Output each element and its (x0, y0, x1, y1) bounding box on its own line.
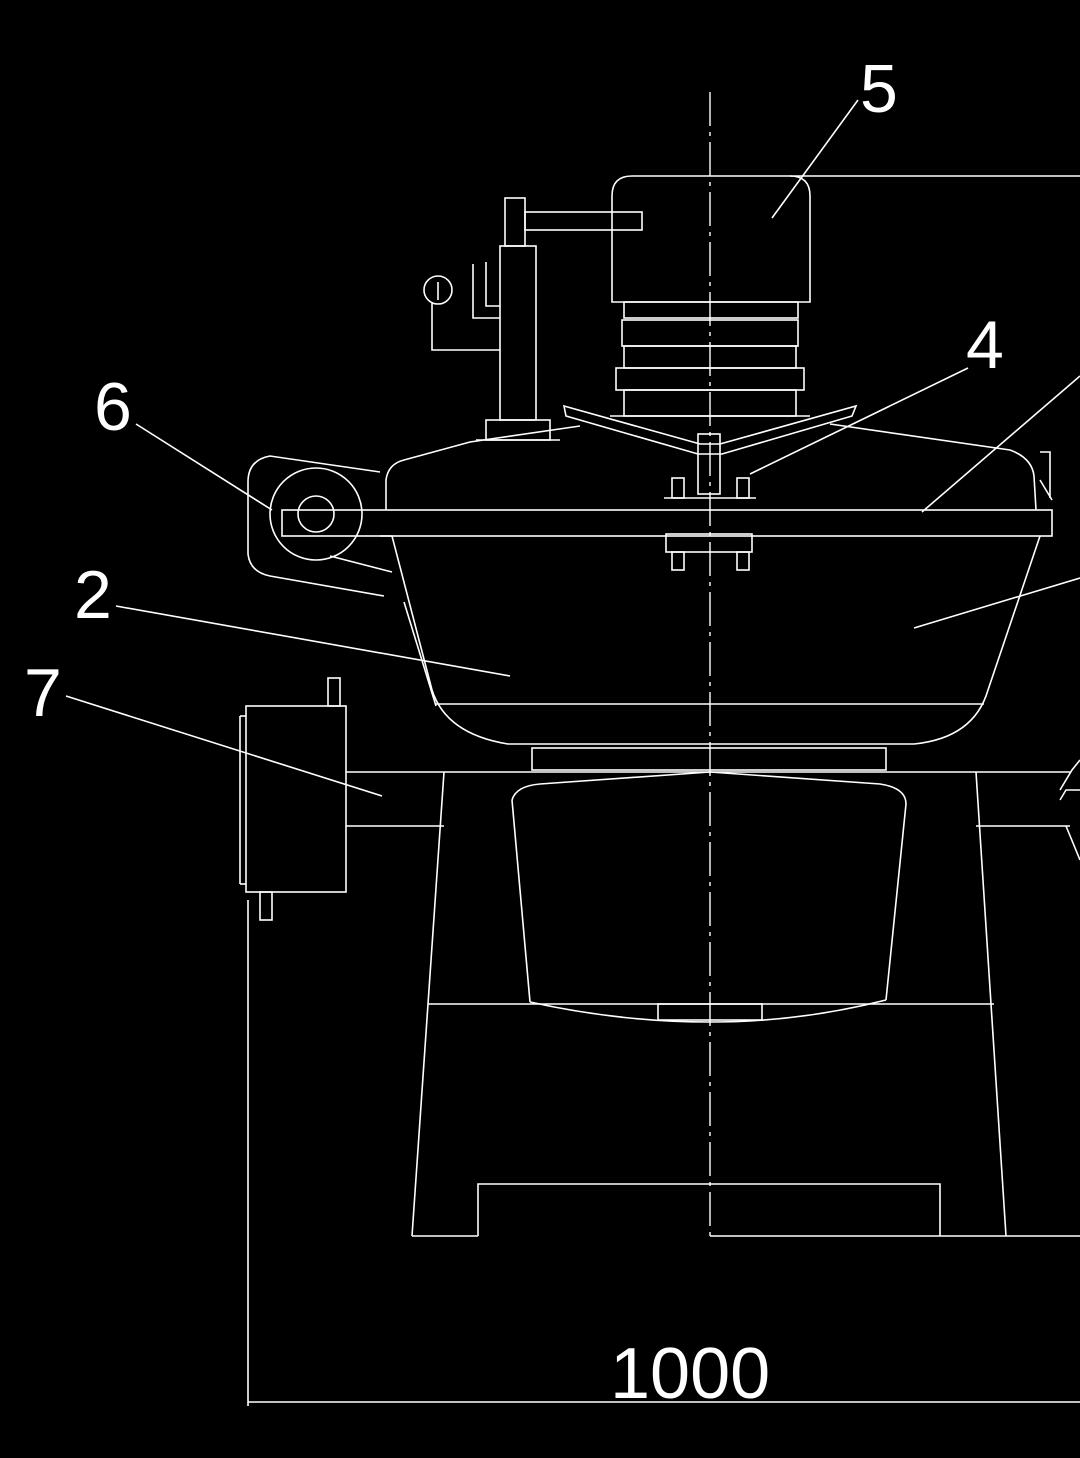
label-part-4: 4 (966, 307, 1004, 383)
lower-bowl (511, 771, 907, 1023)
dimension-value: 1000 (610, 1334, 770, 1414)
label-part-2: 2 (74, 557, 112, 633)
label-part-6: 6 (94, 369, 132, 445)
lid (281, 423, 1053, 537)
label-part-5: 5 (860, 51, 898, 127)
agitator (562, 404, 858, 571)
lifting-column (423, 197, 643, 441)
leader-lines (65, 99, 1080, 797)
bowl (380, 535, 1041, 771)
dimension-line: 1000 (247, 900, 1080, 1414)
label-part-7: 7 (24, 655, 62, 731)
stand (346, 759, 1080, 1237)
motor-assembly (610, 175, 1080, 417)
control-box (239, 677, 347, 921)
hinge (247, 455, 393, 597)
